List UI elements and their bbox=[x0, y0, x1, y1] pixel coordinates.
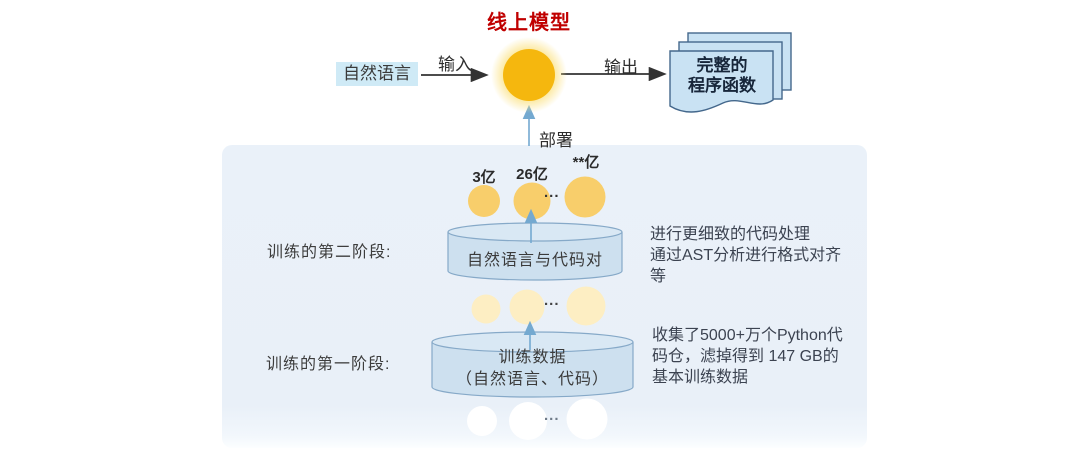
doc-label-line2: 程序函数 bbox=[688, 76, 756, 95]
deploy-label: 部署 bbox=[539, 131, 573, 150]
param-label-large: **亿 bbox=[572, 154, 600, 171]
pale-circle-medium bbox=[509, 289, 545, 325]
stage1-note-line1: 收集了5000+万个Python代 bbox=[652, 327, 843, 344]
stage2-ellipsis: ... bbox=[544, 292, 560, 309]
output-arrow-label: 输出 bbox=[604, 58, 638, 77]
white-circle-large bbox=[566, 398, 608, 440]
natural-language-chip: 自然语言 bbox=[336, 62, 418, 86]
pale-circle-large bbox=[566, 286, 606, 326]
param-circle-medium bbox=[513, 182, 551, 220]
stage1-ellipsis: ... bbox=[544, 407, 560, 424]
stage1-note: 收集了5000+万个Python代 码仓，滤掉得到 147 GB的 基本训练数据 bbox=[652, 325, 843, 388]
param-label-medium: 26亿 bbox=[516, 166, 548, 183]
stage1-cylinder-line1: 训练数据 bbox=[498, 349, 567, 366]
stage1-note-line2: 码仓，滤掉得到 147 GB的 bbox=[652, 348, 839, 365]
stage1-cylinder-line2: （自然语言、代码） bbox=[455, 371, 609, 388]
doc-label-line1: 完整的 bbox=[696, 56, 748, 75]
stage2-label: 训练的第二阶段: bbox=[267, 244, 392, 261]
param-label-small: 3亿 bbox=[472, 169, 496, 186]
model-sun-icon bbox=[503, 49, 555, 101]
pale-circle-small bbox=[471, 294, 501, 324]
document-stack-icon bbox=[669, 32, 792, 113]
online-model-title: 线上模型 bbox=[487, 12, 571, 34]
param-ellipsis: ... bbox=[544, 184, 560, 201]
stage1-note-line3: 基本训练数据 bbox=[652, 369, 749, 386]
stage1-cylinder-label: 训练数据 （自然语言、代码） bbox=[432, 347, 633, 391]
stage2-cylinder bbox=[447, 222, 623, 281]
input-arrow-label: 输入 bbox=[438, 55, 472, 74]
stage2-note-line2: 通过AST分析进行格式对齐 bbox=[650, 247, 842, 264]
stage2-note-line3: 等 bbox=[650, 268, 667, 285]
stage2-cylinder-label: 自然语言与代码对 bbox=[466, 252, 603, 269]
stage1-label: 训练的第一阶段: bbox=[266, 356, 391, 373]
param-circle-large bbox=[564, 176, 606, 218]
document-stack-label: 完整的 程序函数 bbox=[670, 52, 774, 96]
stage2-note: 进行更细致的代码处理 通过AST分析进行格式对齐 等 bbox=[650, 224, 841, 287]
white-circle-medium bbox=[509, 402, 547, 440]
white-circle-small bbox=[467, 406, 497, 436]
stage1-cylinder bbox=[431, 331, 634, 398]
stage2-note-line1: 进行更细致的代码处理 bbox=[650, 226, 811, 243]
param-circle-small bbox=[468, 185, 500, 217]
